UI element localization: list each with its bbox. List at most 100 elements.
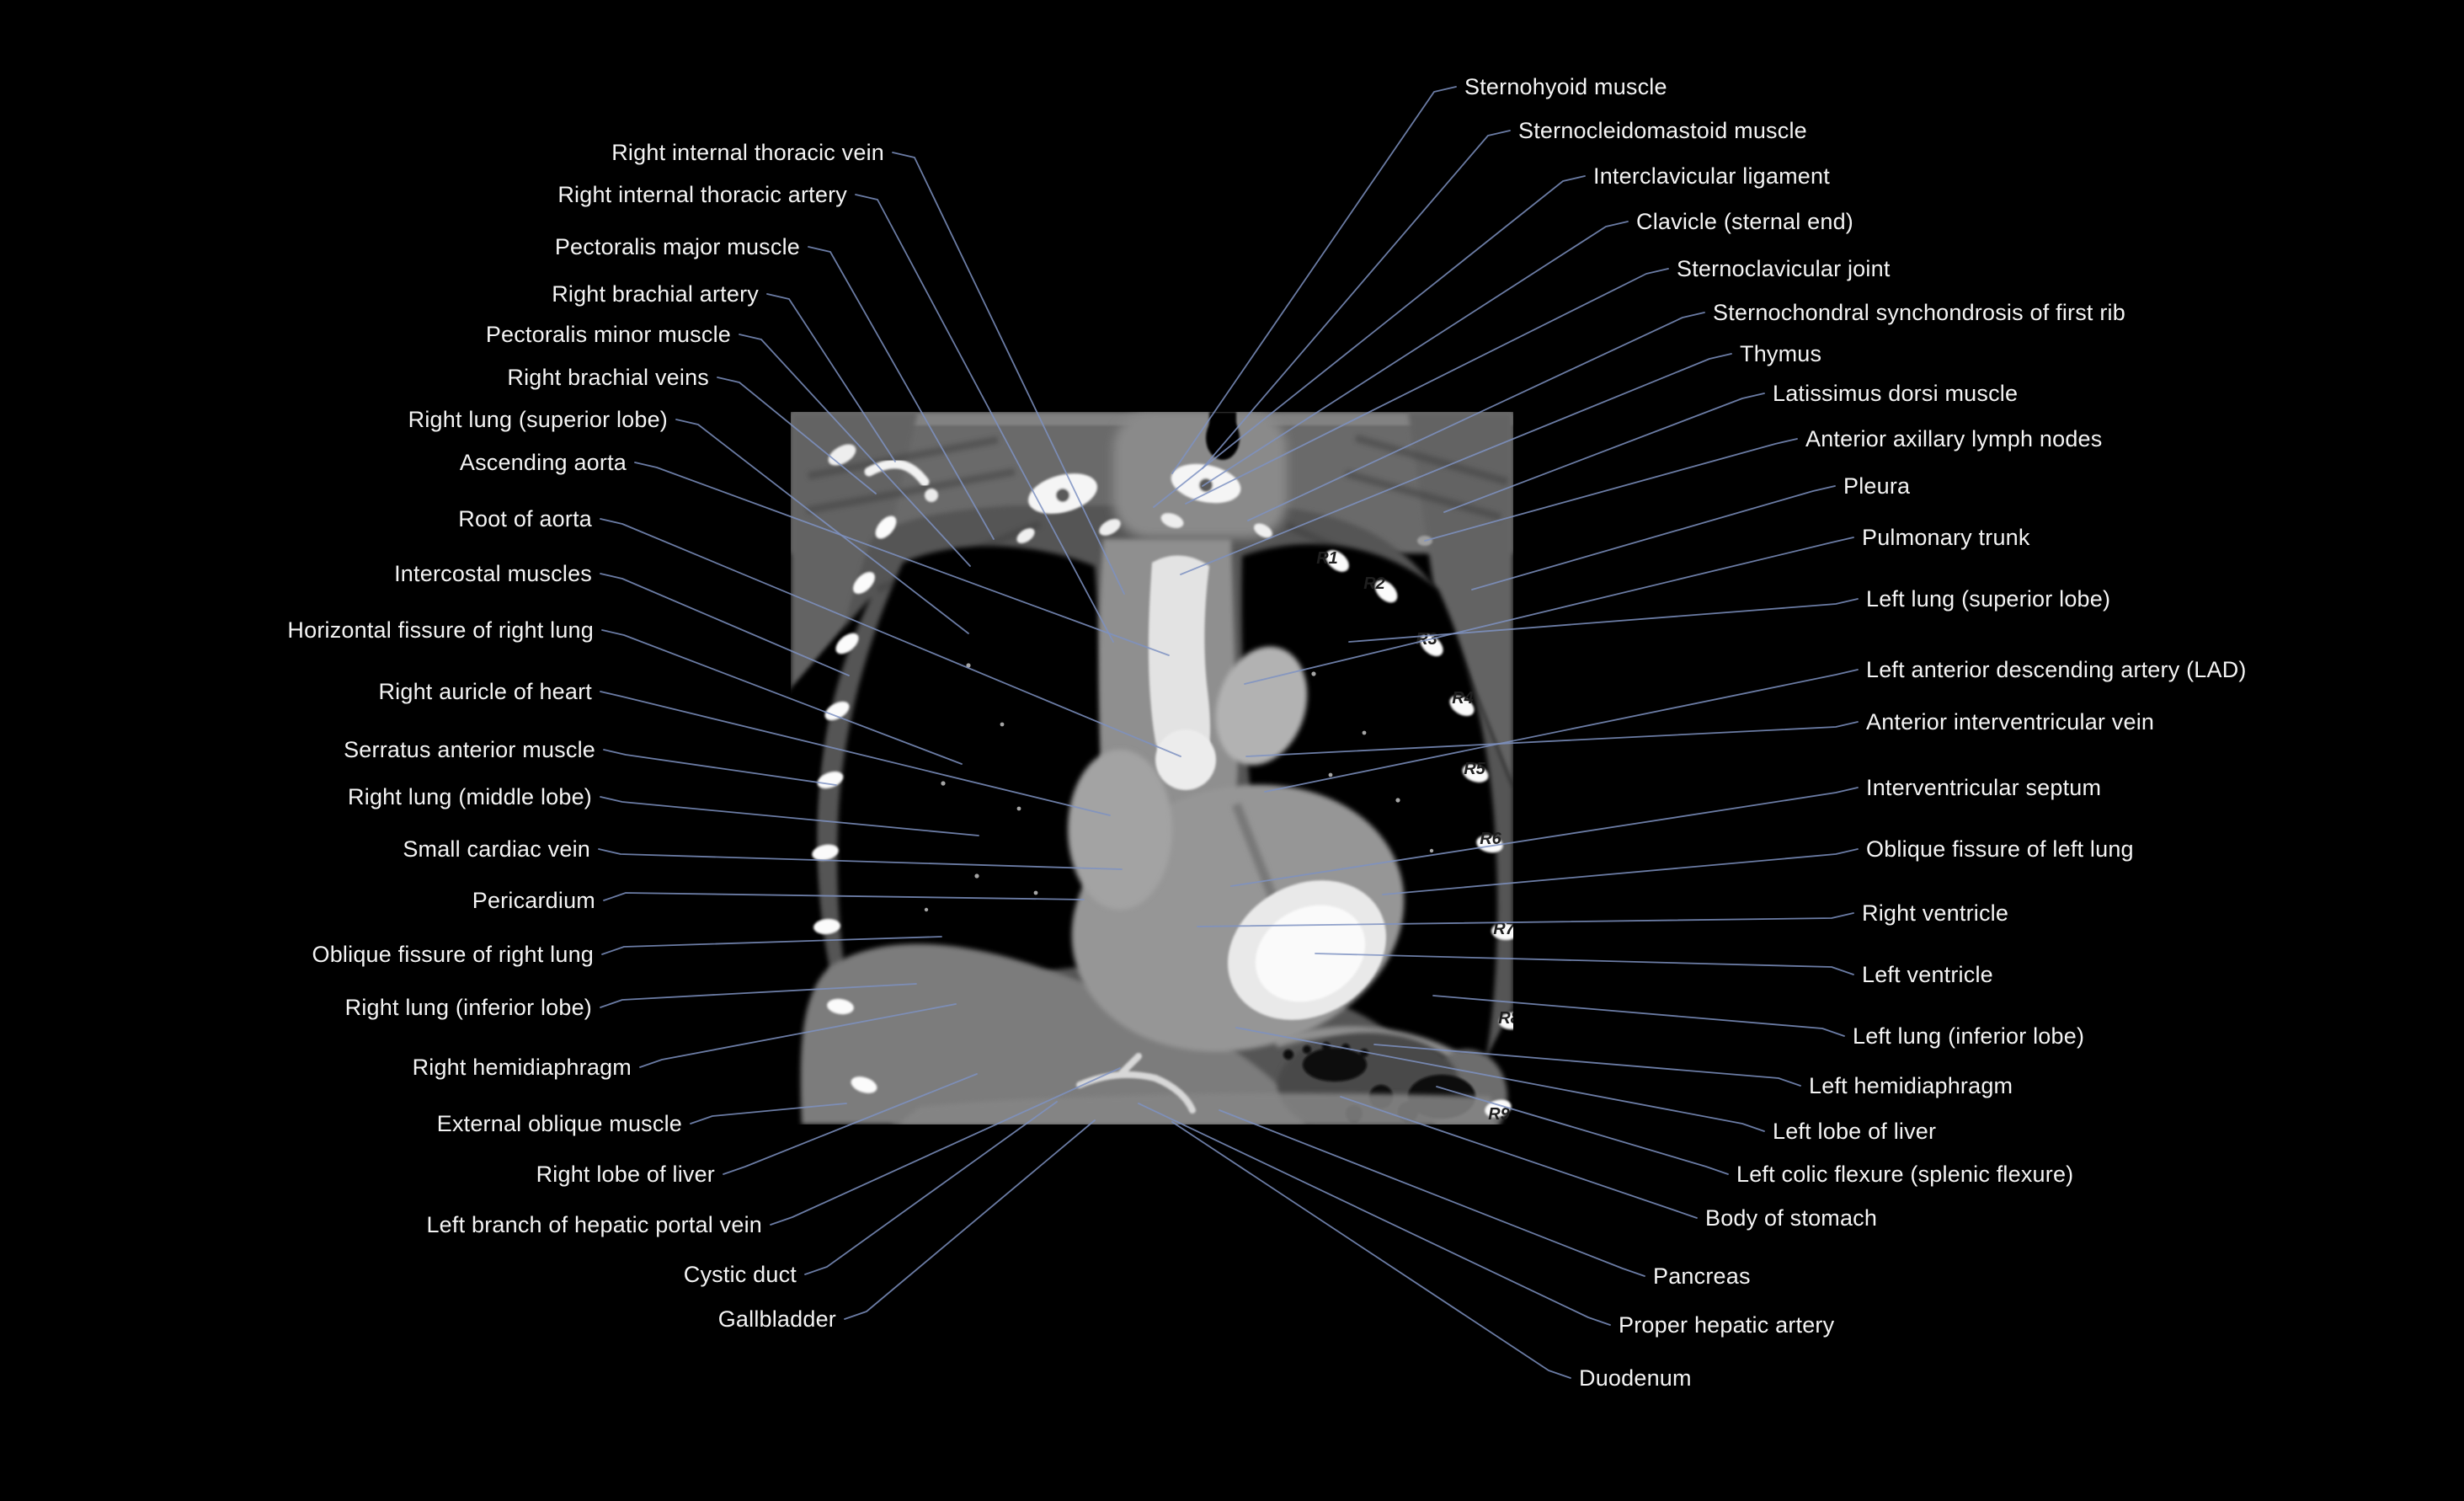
anatomy-label-pectoralis-major-muscle: Pectoralis major muscle bbox=[555, 234, 800, 259]
leader-line-right-ventricle bbox=[1197, 912, 1854, 927]
leader-line-latissimus-dorsi-muscle bbox=[1443, 393, 1765, 513]
leader-line-anterior-axillary-lymph-nodes bbox=[1424, 438, 1798, 542]
leader-line-oblique-fissure-of-left-lung bbox=[1382, 848, 1859, 895]
anatomy-label-left-hemidiaphragm: Left hemidiaphragm bbox=[1809, 1073, 2013, 1098]
anatomy-label-pulmonary-trunk: Pulmonary trunk bbox=[1862, 525, 2030, 550]
leader-line-right-lung-inferior-lobe bbox=[600, 983, 917, 1008]
rib-marker-r3: R3 bbox=[1416, 630, 1437, 649]
leader-line-small-cardiac-vein bbox=[598, 848, 1123, 870]
pulmonary-trunk-vessel bbox=[1215, 646, 1308, 766]
right-lung-field bbox=[837, 546, 1103, 1058]
anatomy-label-anterior-axillary-lymph-nodes: Anterior axillary lymph nodes bbox=[1805, 426, 2102, 451]
anatomy-label-body-of-stomach: Body of stomach bbox=[1705, 1205, 1877, 1231]
anatomy-label-interclavicular-ligament: Interclavicular ligament bbox=[1593, 163, 1830, 189]
leader-line-left-hemidiaphragm bbox=[1373, 1044, 1801, 1087]
leader-line-left-lobe-of-liver bbox=[1235, 1027, 1765, 1132]
rib-marker-r4: R4 bbox=[1452, 689, 1474, 708]
anatomy-label-left-lung-superior-lobe: Left lung (superior lobe) bbox=[1866, 586, 2110, 612]
anatomy-label-right-internal-thoracic-artery: Right internal thoracic artery bbox=[557, 182, 847, 207]
anatomy-label-pancreas: Pancreas bbox=[1653, 1263, 1751, 1289]
anatomy-label-duodenum: Duodenum bbox=[1579, 1365, 1692, 1391]
anatomy-label-gallbladder: Gallbladder bbox=[718, 1306, 836, 1332]
anatomy-label-latissimus-dorsi-muscle: Latissimus dorsi muscle bbox=[1773, 381, 2018, 406]
leader-line-interclavicular-ligament bbox=[1153, 175, 1586, 508]
anatomy-label-oblique-fissure-of-left-lung: Oblique fissure of left lung bbox=[1866, 836, 2134, 862]
leader-line-left-branch-of-hepatic-portal-vein bbox=[770, 1067, 1121, 1226]
anatomy-label-ascending-aorta: Ascending aorta bbox=[460, 450, 627, 475]
anatomy-label-pericardium: Pericardium bbox=[472, 888, 595, 913]
subclavian-vessel-contrast bbox=[864, 459, 930, 487]
anatomy-label-interventricular-septum: Interventricular septum bbox=[1866, 775, 2101, 800]
anatomy-label-external-oblique-muscle: External oblique muscle bbox=[437, 1111, 682, 1136]
leader-line-external-oblique-muscle bbox=[690, 1103, 847, 1124]
anatomy-label-intercostal-muscles: Intercostal muscles bbox=[394, 561, 592, 586]
trachea-air bbox=[1206, 416, 1240, 460]
leader-line-right-lung-middle-lobe bbox=[600, 796, 979, 836]
anatomy-label-pectoralis-minor-muscle: Pectoralis minor muscle bbox=[486, 322, 731, 347]
anatomy-label-left-anterior-descending-artery-lad: Left anterior descending artery (LAD) bbox=[1866, 657, 2247, 682]
anatomy-label-small-cardiac-vein: Small cardiac vein bbox=[403, 836, 590, 862]
anatomy-label-root-of-aorta: Root of aorta bbox=[458, 506, 592, 531]
anatomy-label-oblique-fissure-of-right-lung: Oblique fissure of right lung bbox=[312, 942, 594, 967]
leader-line-pericardium bbox=[603, 892, 1085, 901]
right-atrium bbox=[1068, 750, 1172, 910]
leader-line-left-ventricle bbox=[1315, 953, 1854, 975]
leader-line-horizontal-fissure-of-right-lung bbox=[601, 629, 963, 765]
leader-line-sternoclavicular-joint bbox=[1185, 268, 1669, 505]
anatomy-label-sternochondral-synchondrosis-of-first-rib: Sternochondral synchondrosis of first ri… bbox=[1713, 300, 2125, 325]
anatomy-label-sternohyoid-muscle: Sternohyoid muscle bbox=[1464, 74, 1667, 99]
leader-line-left-colic-flexure-splenic-flexure bbox=[1436, 1086, 1729, 1175]
leader-line-oblique-fissure-of-right-lung bbox=[601, 936, 942, 955]
leader-line-pulmonary-trunk bbox=[1244, 537, 1854, 685]
aortic-root bbox=[1155, 729, 1216, 790]
anatomy-label-right-ventricle: Right ventricle bbox=[1862, 900, 2008, 926]
ascending-aorta bbox=[1148, 555, 1211, 777]
leader-line-cystic-duct bbox=[804, 1101, 1058, 1275]
leader-line-proper-hepatic-artery bbox=[1138, 1103, 1611, 1326]
leader-line-pancreas bbox=[1219, 1109, 1645, 1277]
left-ventricle-contrast bbox=[1255, 905, 1366, 1002]
anatomy-label-serratus-anterior-muscle: Serratus anterior muscle bbox=[344, 737, 595, 762]
liver bbox=[800, 943, 1307, 1124]
leader-line-gallbladder bbox=[844, 1119, 1096, 1320]
anatomy-label-right-internal-thoracic-vein: Right internal thoracic vein bbox=[611, 140, 884, 165]
leader-line-serratus-anterior-muscle bbox=[603, 749, 837, 786]
anatomy-label-proper-hepatic-artery: Proper hepatic artery bbox=[1619, 1312, 1835, 1338]
leader-line-pectoralis-major-muscle bbox=[808, 246, 995, 540]
leader-line-root-of-aorta bbox=[600, 518, 1181, 757]
leader-line-right-internal-thoracic-artery bbox=[855, 194, 1114, 643]
portal-vein-branches bbox=[1076, 1053, 1196, 1114]
leader-line-right-lobe-of-liver bbox=[723, 1073, 978, 1175]
anatomy-label-left-colic-flexure-splenic-flexure: Left colic flexure (splenic flexure) bbox=[1736, 1162, 2073, 1187]
leader-line-left-lung-inferior-lobe bbox=[1432, 995, 1845, 1037]
leader-line-right-auricle-of-heart bbox=[600, 691, 1111, 816]
leader-line-pectoralis-minor-muscle bbox=[739, 334, 971, 567]
leader-line-pleura bbox=[1471, 485, 1836, 590]
rib-marker-r7: R7 bbox=[1493, 920, 1515, 938]
anatomy-label-right-brachial-veins: Right brachial veins bbox=[507, 365, 709, 390]
anatomy-label-sternoclavicular-joint: Sternoclavicular joint bbox=[1677, 256, 1891, 281]
leader-line-left-anterior-descending-artery-lad bbox=[1264, 669, 1859, 793]
rib-marker-r2: R2 bbox=[1363, 574, 1385, 593]
anatomy-label-pleura: Pleura bbox=[1843, 473, 1911, 499]
leader-line-duodenum bbox=[1171, 1121, 1571, 1379]
anatomy-label-left-branch-of-hepatic-portal-vein: Left branch of hepatic portal vein bbox=[426, 1212, 762, 1237]
leader-line-interventricular-septum bbox=[1230, 787, 1859, 887]
rib-marker-r5: R5 bbox=[1464, 760, 1485, 778]
leader-line-right-internal-thoracic-vein bbox=[892, 152, 1125, 595]
anatomy-label-cystic-duct: Cystic duct bbox=[684, 1262, 797, 1287]
leader-line-sternochondral-synchondrosis-of-first-rib bbox=[1247, 312, 1705, 521]
anatomy-label-left-ventricle: Left ventricle bbox=[1862, 962, 1993, 987]
anatomy-label-right-lung-middle-lobe: Right lung (middle lobe) bbox=[348, 784, 592, 809]
anatomy-label-right-hemidiaphragm: Right hemidiaphragm bbox=[413, 1055, 632, 1080]
anatomy-label-thymus: Thymus bbox=[1740, 341, 1821, 366]
leader-line-clavicle-sternal-end bbox=[1202, 221, 1629, 487]
leader-line-left-lung-superior-lobe bbox=[1348, 598, 1859, 643]
leader-line-group bbox=[598, 86, 1859, 1379]
anatomy-label-right-auricle-of-heart: Right auricle of heart bbox=[378, 679, 592, 704]
rib-marker-r8: R8 bbox=[1498, 1009, 1520, 1028]
